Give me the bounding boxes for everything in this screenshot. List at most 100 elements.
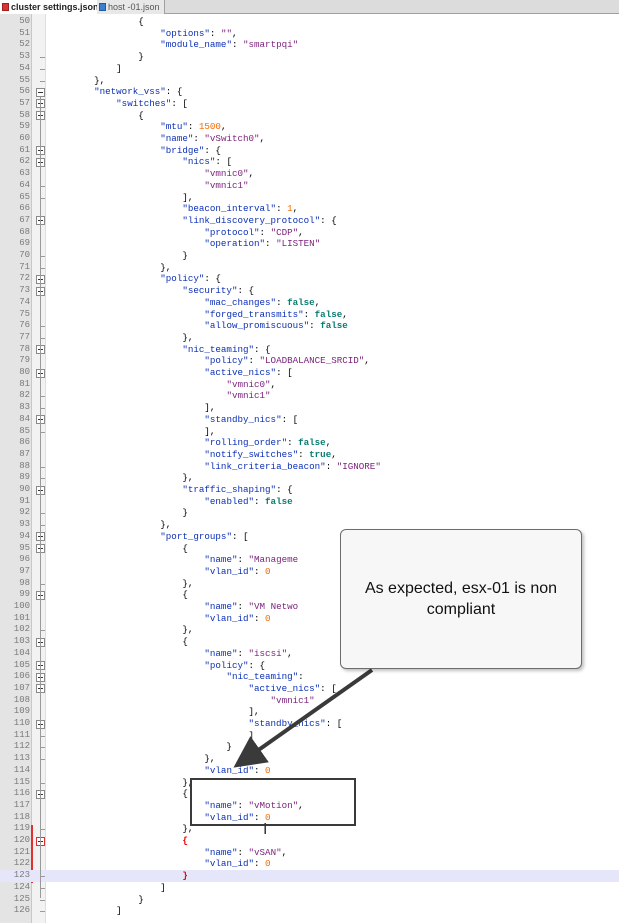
code-text: ] xyxy=(50,730,254,742)
code-line[interactable]: 51 "options": "", xyxy=(0,28,619,40)
code-line[interactable]: 82 "vmnic1" xyxy=(0,390,619,402)
code-line[interactable]: 79 "policy": "LOADBALANCE_SRCID", xyxy=(0,355,619,367)
code-line[interactable]: 108 "vmnic1" xyxy=(0,695,619,707)
code-line[interactable]: 119 }, xyxy=(0,823,619,835)
code-line[interactable]: 83 ], xyxy=(0,402,619,414)
code-text: "name": "vMotion", xyxy=(50,800,303,812)
code-line[interactable]: 109 ], xyxy=(0,706,619,718)
code-line[interactable]: 56 "network_vss": { xyxy=(0,86,619,98)
code-token: } xyxy=(50,893,144,905)
code-line[interactable]: 115 }, xyxy=(0,777,619,789)
code-line[interactable]: 99 { xyxy=(0,589,619,601)
fold-margin xyxy=(32,14,46,923)
code-line[interactable]: 52 "module_name": "smartpqi" xyxy=(0,39,619,51)
code-line[interactable]: 59 "mtu": 1500, xyxy=(0,121,619,133)
code-line[interactable]: 55 }, xyxy=(0,75,619,87)
code-line[interactable]: 97 "vlan_id": 0 xyxy=(0,566,619,578)
line-number: 57 xyxy=(19,97,30,108)
code-text: } xyxy=(50,870,188,882)
code-token: "options" xyxy=(160,27,210,39)
code-line[interactable]: 88 "link_criteria_beacon": "IGNORE" xyxy=(0,461,619,473)
code-line[interactable]: 112 } xyxy=(0,741,619,753)
tab-host-01[interactable]: host -01.json xyxy=(97,0,165,14)
code-line[interactable]: 54 ] xyxy=(0,63,619,75)
code-line[interactable]: 91 "enabled": false xyxy=(0,496,619,508)
code-line[interactable]: 76 "allow_promiscuous": false xyxy=(0,320,619,332)
code-token: "vmnic1" xyxy=(270,694,315,706)
code-token: , xyxy=(259,133,266,144)
line-number: 55 xyxy=(19,74,30,85)
code-line[interactable]: 122 "vlan_id": 0 xyxy=(0,858,619,870)
code-line[interactable]: 62 "nics": [ xyxy=(0,156,619,168)
code-token: , xyxy=(287,647,293,659)
code-line[interactable]: 86 "rolling_order": false, xyxy=(0,437,619,449)
code-line[interactable]: 68 "protocol": "CDP", xyxy=(0,227,619,239)
code-line[interactable]: 87 "notify_switches": true, xyxy=(0,449,619,461)
code-line[interactable]: 118 "vlan_id": 0 xyxy=(0,812,619,824)
code-line[interactable]: 107 "active_nics": [ xyxy=(0,683,619,695)
code-line[interactable]: 53 } xyxy=(0,51,619,63)
code-line[interactable]: 103 { xyxy=(0,636,619,648)
code-line[interactable]: 66 "beacon_interval": 1, xyxy=(0,203,619,215)
code-line[interactable]: 126 ] xyxy=(0,905,619,917)
code-line[interactable]: 116 { xyxy=(0,788,619,800)
code-line[interactable]: 71 }, xyxy=(0,262,619,274)
code-line[interactable]: 64 "vmnic1" xyxy=(0,180,619,192)
code-token: , xyxy=(364,355,370,367)
code-line[interactable]: 110 "standby_nics": [ xyxy=(0,718,619,730)
code-line[interactable]: 94 "port_groups": [ xyxy=(0,531,619,543)
code-line[interactable]: 73 "security": { xyxy=(0,285,619,297)
code-line[interactable]: 113 }, xyxy=(0,753,619,765)
code-line[interactable]: 75 "forged_transmits": false, xyxy=(0,309,619,321)
code-line[interactable]: 117 "name": "vMotion", xyxy=(0,800,619,812)
code-line[interactable]: 92 } xyxy=(0,507,619,519)
code-text: { xyxy=(50,788,188,800)
code-token: : { xyxy=(254,343,271,355)
code-line[interactable]: 85 ], xyxy=(0,426,619,438)
code-line[interactable]: 124 ] xyxy=(0,882,619,894)
code-line[interactable]: 96 "name": "Manageme xyxy=(0,554,619,566)
code-line[interactable]: 102 }, xyxy=(0,624,619,636)
code-line[interactable]: 60 "name": "vSwitch0", xyxy=(0,133,619,145)
code-line[interactable]: 105 "policy": { xyxy=(0,660,619,672)
code-line[interactable]: 63 "vmnic0", xyxy=(0,168,619,180)
code-text: "vlan_id": 0 xyxy=(50,613,270,625)
code-line[interactable]: 78 "nic_teaming": { xyxy=(0,344,619,356)
code-line[interactable]: 100 "name": "VM Netwo xyxy=(0,601,619,613)
code-text: }, xyxy=(50,262,171,274)
code-line[interactable]: 104 "name": "iscsi", xyxy=(0,648,619,660)
code-line[interactable]: 106 "nic_teaming": xyxy=(0,671,619,683)
code-line[interactable]: 84 "standby_nics": [ xyxy=(0,414,619,426)
code-line[interactable]: 70 } xyxy=(0,250,619,262)
code-line[interactable]: 123 } xyxy=(0,870,619,882)
code-line[interactable]: 90 "traffic_shaping": { xyxy=(0,484,619,496)
code-line[interactable]: 58 { xyxy=(0,110,619,122)
code-line[interactable]: 125 } xyxy=(0,894,619,906)
line-number: 96 xyxy=(19,554,30,565)
code-line[interactable]: 50 { xyxy=(0,16,619,28)
code-line[interactable]: 111 ] xyxy=(0,730,619,742)
code-line[interactable]: 67 "link_discovery_protocol": { xyxy=(0,215,619,227)
code-line[interactable]: 101 "vlan_id": 0 xyxy=(0,613,619,625)
code-line[interactable]: 80 "active_nics": [ xyxy=(0,367,619,379)
code-line[interactable]: 121 "name": "vSAN", xyxy=(0,847,619,859)
code-line[interactable]: 57 "switches": [ xyxy=(0,98,619,110)
code-line[interactable]: 93 }, xyxy=(0,519,619,531)
code-line[interactable]: 81 "vmnic0", xyxy=(0,379,619,391)
code-line[interactable]: 72 "policy": { xyxy=(0,273,619,285)
code-line[interactable]: 65 ], xyxy=(0,192,619,204)
code-line[interactable]: 61 "bridge": { xyxy=(0,145,619,157)
code-token: }, xyxy=(50,74,106,86)
code-line[interactable]: 120 { xyxy=(0,835,619,847)
code-line[interactable]: 114 "vlan_id": 0 xyxy=(0,765,619,777)
code-line[interactable]: 89 }, xyxy=(0,472,619,484)
code-line[interactable]: 69 "operation": "LISTEN" xyxy=(0,238,619,250)
code-line[interactable]: 98 }, xyxy=(0,578,619,590)
code-token: "LISTEN" xyxy=(276,238,321,250)
code-line[interactable]: 77 }, xyxy=(0,332,619,344)
code-token: "vSwitch0" xyxy=(204,133,260,144)
code-token: : xyxy=(298,671,304,683)
code-line[interactable]: 95 { xyxy=(0,543,619,555)
code-line[interactable]: 74 "mac_changes": false, xyxy=(0,297,619,309)
fold-toggle-icon[interactable] xyxy=(36,87,45,97)
